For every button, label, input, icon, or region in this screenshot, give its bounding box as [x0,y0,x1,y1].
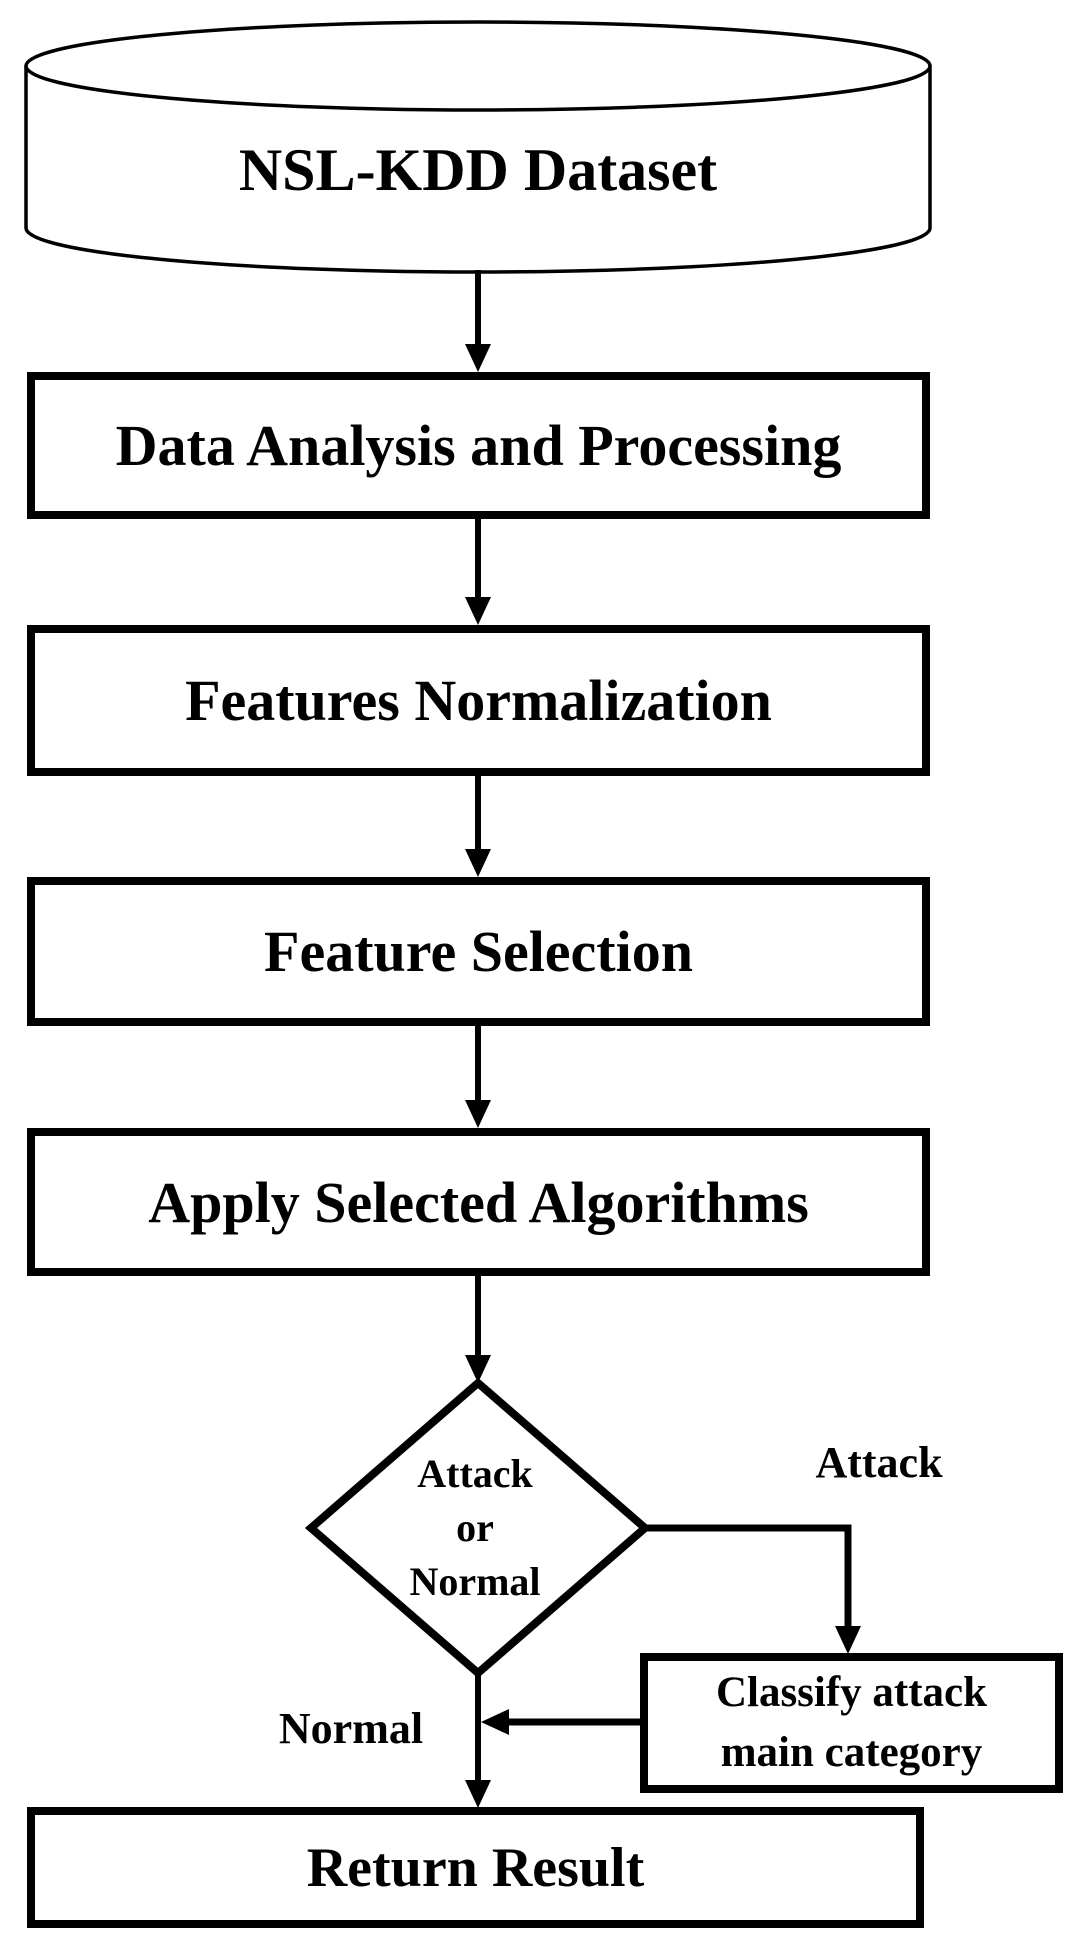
process-box-data-analysis: Data Analysis and Processing [27,372,930,519]
arrow-classify-to-main-line [481,1709,642,1735]
process-box-data-analysis-label: Data Analysis and Processing [115,413,842,478]
normal-branch-label: Normal [278,1703,424,1753]
process-box-return-result-label: Return Result [306,1836,645,1899]
decision-line-2: or [456,1505,494,1550]
arrow-apply-algorithms-to-decision [465,1276,491,1383]
process-box-feature-selection: Feature Selection [27,877,930,1026]
process-box-apply-selected-algorithms-label: Apply Selected Algorithms [148,1169,809,1235]
arrow-decision-to-classify-attack [644,1524,861,1654]
arrow-features-normalization-to-feature-selection [465,776,491,877]
dataset-cylinder-label: NSL-KDD Dataset [238,137,718,203]
process-box-features-normalization-label: Features Normalization [185,668,772,733]
process-box-classify-attack: Classify attack main category [640,1653,1063,1793]
arrow-data-analysis-to-features-normalization [465,519,491,625]
process-box-features-normalization: Features Normalization [27,625,930,776]
arrow-decision-to-return-result [465,1671,491,1808]
decision-diamond-label: Attack or Normal [310,1442,640,1614]
classify-attack-line-1: Classify attack [715,1669,988,1716]
dataset-cylinder-shape [24,20,932,274]
attack-branch-label: Attack [815,1437,943,1487]
process-box-return-result: Return Result [27,1807,924,1928]
classify-attack-line-2: main category [720,1729,983,1776]
decision-line-1: Attack [417,1451,533,1496]
process-box-apply-selected-algorithms: Apply Selected Algorithms [27,1128,930,1276]
arrow-dataset-to-data-analysis [465,270,491,372]
decision-line-3: Normal [409,1559,541,1604]
arrow-feature-selection-to-apply-algorithms [465,1026,491,1128]
process-box-feature-selection-label: Feature Selection [264,919,693,984]
